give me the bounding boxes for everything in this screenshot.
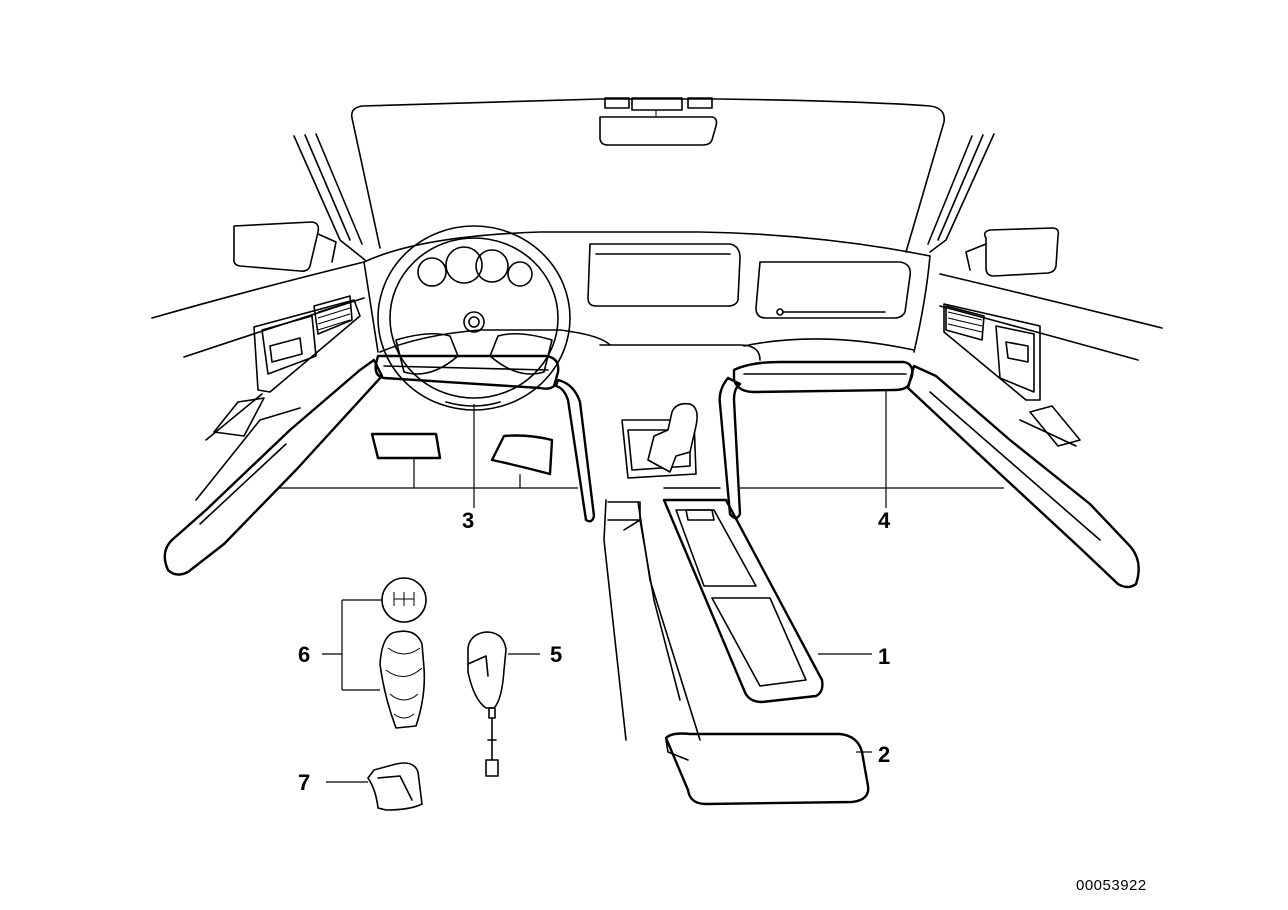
steering-wheel	[377, 225, 571, 411]
side-mirror-left	[233, 221, 337, 272]
a-pillar-left	[293, 133, 366, 261]
callout-2: 2	[878, 742, 891, 767]
door-right	[939, 273, 1163, 447]
part-3-trim	[163, 354, 596, 576]
part-number-label: 00053922	[1076, 877, 1147, 894]
callout-4: 4	[878, 508, 891, 533]
callout-7: 7	[298, 770, 311, 795]
part-5-knob	[467, 631, 507, 777]
windshield	[350, 97, 946, 253]
leader-lines	[278, 390, 1004, 783]
callout-5: 5	[550, 642, 563, 667]
part-7-boot	[367, 762, 423, 811]
callout-6: 6	[298, 642, 311, 667]
side-mirror-right	[965, 227, 1060, 277]
dashboard	[363, 231, 931, 361]
callout-1: 1	[878, 644, 891, 669]
part-4-trim	[718, 360, 1140, 589]
part-6-knob	[379, 577, 427, 729]
a-pillar-right	[927, 133, 995, 253]
door-left	[151, 261, 365, 501]
callout-3: 3	[462, 508, 475, 533]
part-2-mat	[664, 732, 870, 806]
center-console	[603, 402, 824, 741]
